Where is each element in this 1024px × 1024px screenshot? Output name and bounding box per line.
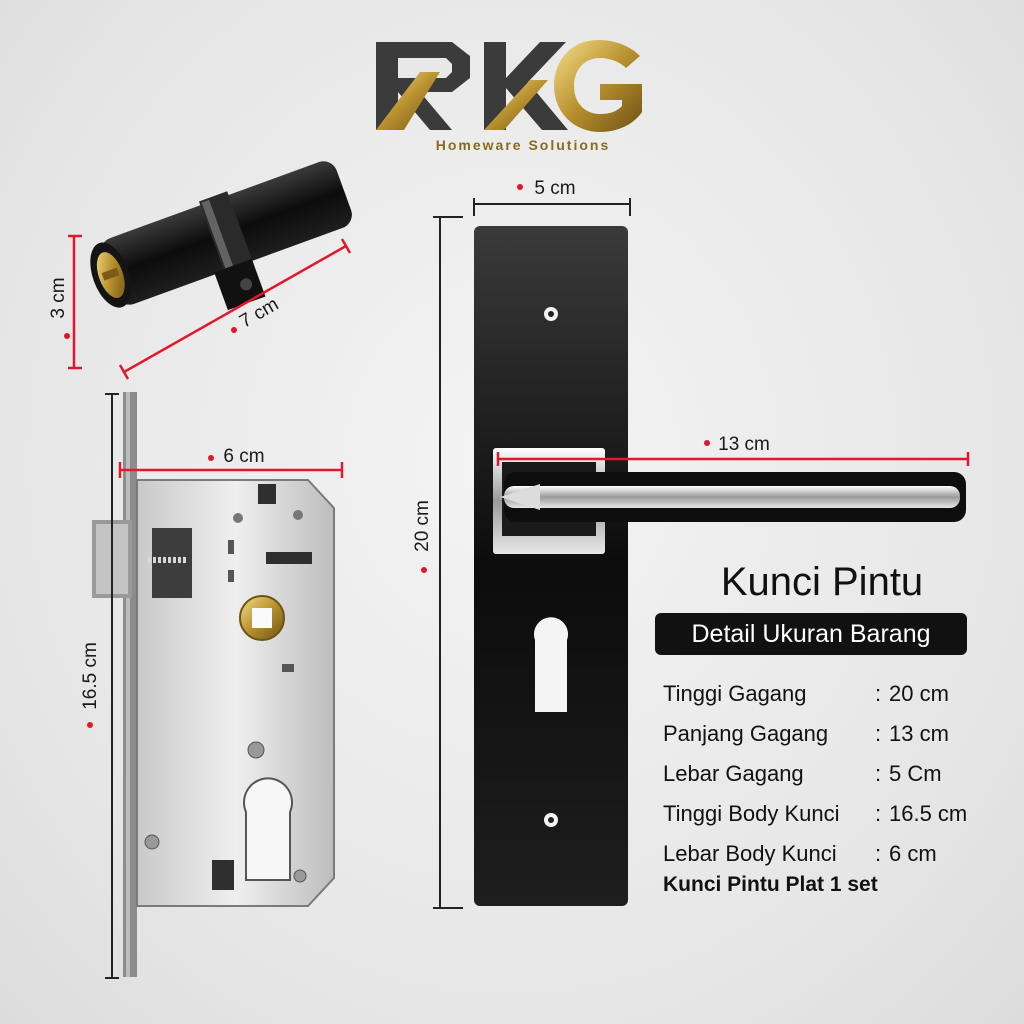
- spec-row: Panjang Gagang : 13 cm: [663, 714, 1013, 754]
- cylinder-length-measure: [118, 238, 352, 380]
- plate-width-label: 5 cm: [534, 178, 575, 199]
- spec-row: Tinggi Gagang : 20 cm: [663, 674, 1013, 714]
- handle-length-label: 13 cm: [718, 434, 770, 455]
- cylinder-height-label: 3 cm: [48, 277, 69, 318]
- spec-separator: :: [875, 681, 882, 706]
- spec-row: Lebar Body Kunci : 6 cm: [663, 834, 1013, 874]
- spec-row: Tinggi Body Kunci : 16.5 cm: [663, 794, 1013, 834]
- spec-label: Tinggi Gagang: [663, 681, 807, 706]
- package-note: Kunci Pintu Plat 1 set: [663, 873, 878, 896]
- spec-value: 6 cm: [889, 841, 937, 866]
- handle-plate: [474, 226, 628, 906]
- product-title: Kunci Pintu: [720, 560, 924, 604]
- door-lever: [500, 472, 966, 522]
- spec-value: 20 cm: [889, 681, 949, 706]
- plate-width-measure: [473, 198, 631, 216]
- lock-body: [92, 392, 335, 977]
- lock-cylinder: [90, 161, 352, 311]
- spec-label: Panjang Gagang: [663, 721, 829, 746]
- spec-list: Tinggi Gagang : 20 cm Panjang Gagang : 1…: [663, 674, 1013, 874]
- body-height-label: 16.5 cm: [80, 642, 101, 710]
- spec-row: Lebar Gagang : 5 Cm: [663, 754, 1013, 794]
- brand-tagline: Homeware Solutions: [435, 137, 611, 153]
- body-height-measure: [105, 393, 119, 979]
- body-width-label: 6 cm: [223, 446, 264, 467]
- handle-length-measure: [496, 452, 970, 466]
- spec-label: Lebar Body Kunci: [663, 841, 837, 866]
- brand-logo: [376, 40, 642, 132]
- spec-separator: :: [875, 721, 882, 746]
- plate-height-label: 20 cm: [412, 500, 433, 552]
- spec-separator: :: [875, 841, 882, 866]
- plate-height-measure: [433, 216, 463, 909]
- spec-value: 5 Cm: [889, 761, 942, 786]
- spec-separator: :: [875, 801, 882, 826]
- body-width-measure: [118, 462, 344, 478]
- spec-value: 13 cm: [889, 721, 949, 746]
- product-subtitle: Detail Ukuran Barang: [655, 613, 967, 655]
- spec-label: Tinggi Body Kunci: [663, 801, 840, 826]
- spec-value: 16.5 cm: [889, 801, 968, 826]
- spec-label: Lebar Gagang: [663, 761, 804, 786]
- cylinder-height-measure: [68, 234, 82, 370]
- spec-separator: :: [875, 761, 882, 786]
